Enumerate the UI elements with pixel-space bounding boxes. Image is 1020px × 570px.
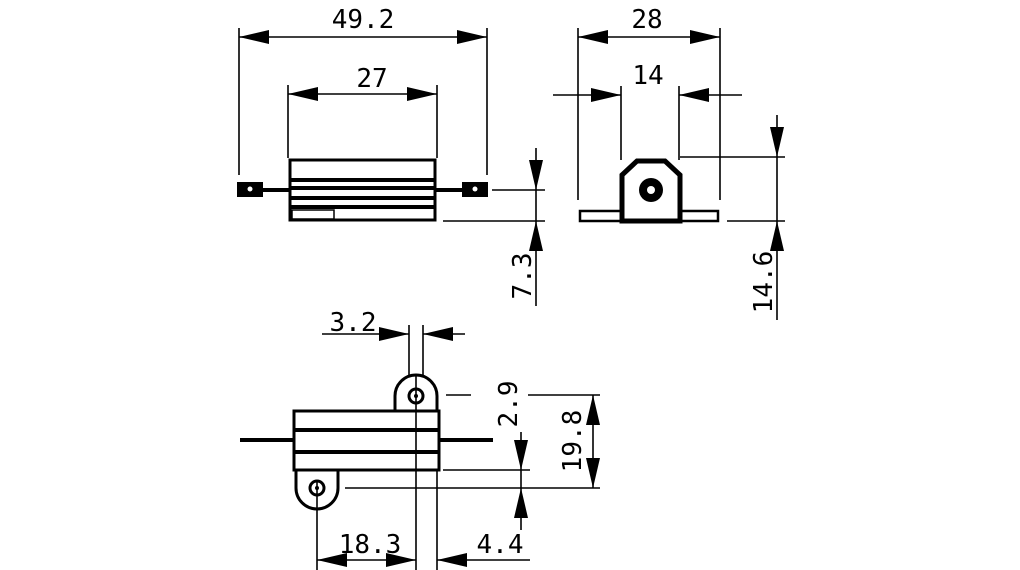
- lead-height-label: 7.3: [508, 253, 538, 300]
- height-dimension: 14.6: [680, 115, 785, 320]
- end-view: 28 14 14.6: [553, 5, 785, 320]
- hole-diameter-dimension: 3.2: [322, 308, 465, 375]
- resistor-body-side: [288, 158, 437, 222]
- resistor-body-top: [240, 409, 493, 472]
- top-view: 3.2: [240, 308, 600, 570]
- hole-pitch-horizontal-label: 18.3: [339, 530, 402, 560]
- lead-height-dimension: 7.3: [443, 148, 545, 306]
- body-length-label: 27: [356, 64, 387, 94]
- tab-width-label: 4.4: [477, 530, 524, 560]
- hole-diameter-label: 3.2: [330, 308, 377, 338]
- height-label: 14.6: [749, 251, 779, 314]
- mounting-center-width-dimension: 14: [553, 61, 742, 102]
- overall-width-label: 28: [631, 5, 662, 35]
- overall-length-label: 49.2: [332, 5, 395, 35]
- tab-width-dimension: 4.4: [437, 530, 530, 567]
- side-view: 49.2 27: [237, 5, 545, 306]
- body-length-dimension: 27: [288, 64, 437, 101]
- overall-width-dimension: 28: [578, 5, 720, 44]
- tab-offset-dimension: 2.9: [494, 381, 528, 530]
- lead-left: [237, 182, 290, 197]
- hole-pitch-vertical-label: 19.8: [558, 410, 588, 473]
- mounting-center-width-label: 14: [632, 61, 663, 91]
- hole-pitch-vertical-dimension: 19.8: [558, 395, 600, 488]
- lead-right: [435, 182, 488, 197]
- tab-offset-label: 2.9: [494, 381, 524, 428]
- resistor-end-profile: [578, 158, 720, 224]
- hole-pitch-horizontal-dimension: 18.3: [317, 530, 416, 567]
- overall-length-dimension: 49.2: [239, 5, 487, 44]
